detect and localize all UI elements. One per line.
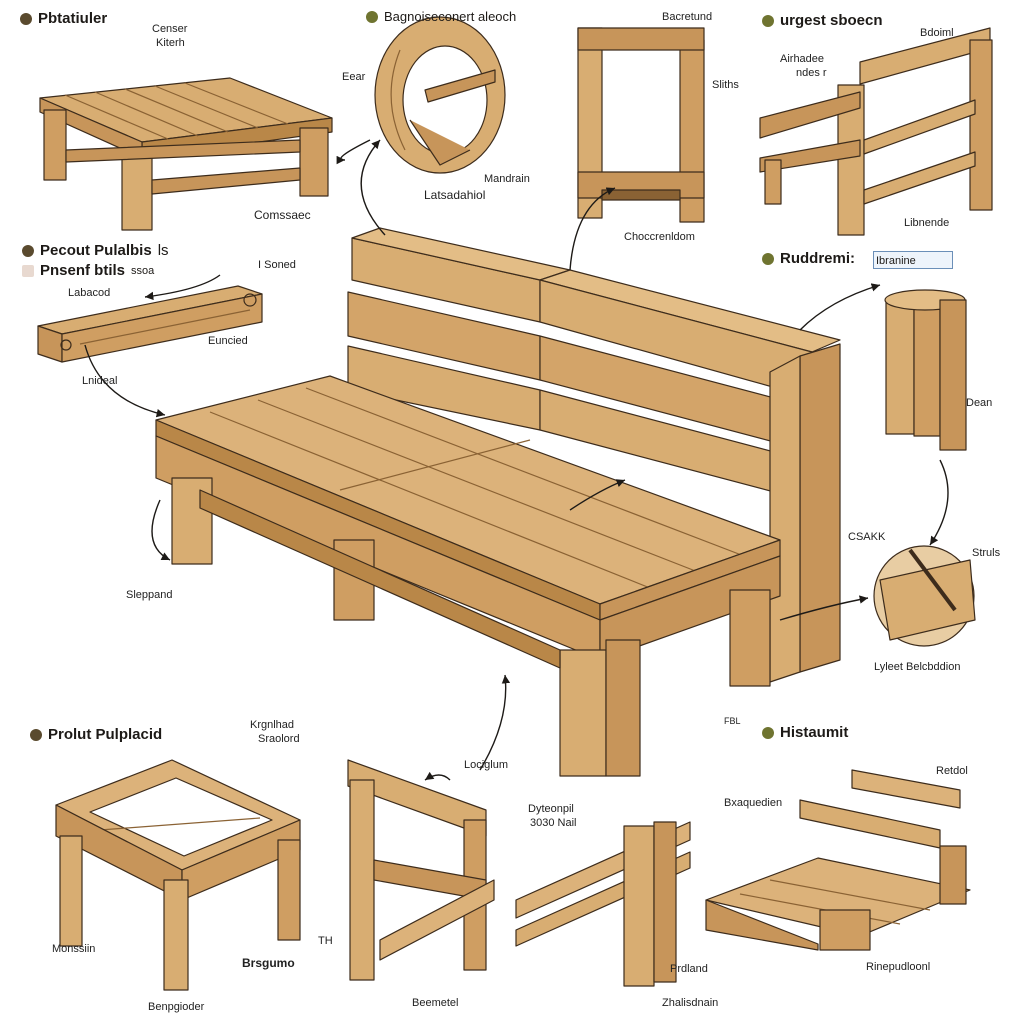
label-chocdrenldom: Choccrenldom (624, 231, 695, 243)
title-top-center: Bagnoiseconert aleoch (366, 8, 516, 26)
label-lyleet: Lyleet Belcbddion (874, 661, 961, 673)
step-bullet-icon (762, 15, 774, 27)
label-dytteonpl-2: 3030 Nail (530, 817, 577, 829)
step-bullet-icon (762, 727, 774, 739)
title-top-left: Pbtatiuler (20, 10, 107, 28)
title-bottom-right: Histaumit (762, 724, 848, 742)
label-zhalisdnain: Zhalisdnain (662, 997, 719, 1009)
title-mid-left-1: Pecout Pulalbis ls (22, 242, 169, 260)
label-airhadee-1: Airhadee (780, 53, 825, 65)
mid-right-tag: Ibranine (873, 251, 953, 269)
side-frame-illustration (759, 27, 993, 236)
label-sraolorld: Sraolord (258, 733, 300, 745)
step-bullet-icon (22, 265, 34, 277)
label-bxaudedien: Bxaquedien (724, 797, 783, 809)
label-eulnolod: Euncied (208, 335, 248, 347)
back-frame-illustration (577, 27, 705, 223)
label-dean: Dean (966, 397, 993, 409)
label-sliths: Sliths (712, 79, 739, 91)
step-bullet-icon (30, 729, 42, 741)
label-latsadahiol: Latsadahiol (424, 188, 486, 202)
label-sonred: I Soned (258, 259, 296, 271)
label-rinepudloonl: Rinepudloonl (866, 961, 931, 973)
title-bottom-left: Prolut Pulplacid (30, 726, 162, 744)
connector-arrows (84, 139, 949, 781)
label-cisaik: CSAKK (848, 531, 886, 543)
joint-detail-illustration (873, 545, 976, 647)
step-bullet-icon (762, 253, 774, 265)
label-benpgioder: Benpgioder (148, 1001, 205, 1013)
curved-ring-illustration (374, 16, 506, 174)
main-bench-illustration (155, 227, 841, 777)
label-krgnlhad: Krgnlhad (250, 719, 295, 731)
label-fbl: FBL (724, 716, 741, 726)
pallet-table-illustration (39, 77, 333, 231)
label-censer: Censer (152, 23, 188, 35)
label-airhadee-2: ndes r (796, 67, 827, 79)
label-lociglum: Lociglum (464, 759, 509, 771)
label-dytteonpl-1: Dyteonpil (528, 803, 574, 815)
title-mid-left-2: Pnsenf btils ssoa (22, 262, 154, 280)
step-bullet-icon (20, 13, 32, 25)
label-lnidedal: Lnideal (82, 375, 118, 387)
step-bullet-icon (22, 245, 34, 257)
label-mandrain: Mandrain (484, 173, 530, 185)
title-top-right: urgest sboecn (762, 12, 883, 30)
step-bullet-icon (366, 11, 378, 23)
label-libnende: Libnende (904, 217, 950, 229)
long-beam-illustration (37, 285, 263, 363)
label-bacretund: Bacretund (662, 11, 713, 23)
stool-illustration (55, 759, 301, 991)
label-monssiin: Monssiin (52, 943, 96, 955)
label-th: TH (318, 935, 333, 947)
label-sleppand: Sleppand (126, 589, 173, 601)
label-retdol: Retdol (936, 765, 968, 777)
label-beemetel: Beemetel (412, 997, 459, 1009)
label-kiterh: Kiterh (156, 37, 185, 49)
label-consaec: Comssaec (254, 208, 311, 222)
label-brsgumo: Brsgumo (242, 956, 295, 970)
small-bench-illustration (705, 769, 971, 951)
label-prdland: Prdland (670, 963, 708, 975)
plank-post-illustration (515, 821, 691, 987)
label-labacod: Labacod (68, 287, 111, 299)
title-mid-right: Ruddremi: (762, 250, 855, 268)
label-bodiml: Bdoiml (920, 27, 954, 39)
arm-frame-illustration (347, 759, 495, 981)
label-eear: Eear (342, 71, 366, 83)
post-detail-illustration (884, 289, 967, 451)
label-struls: Struls (972, 547, 1001, 559)
